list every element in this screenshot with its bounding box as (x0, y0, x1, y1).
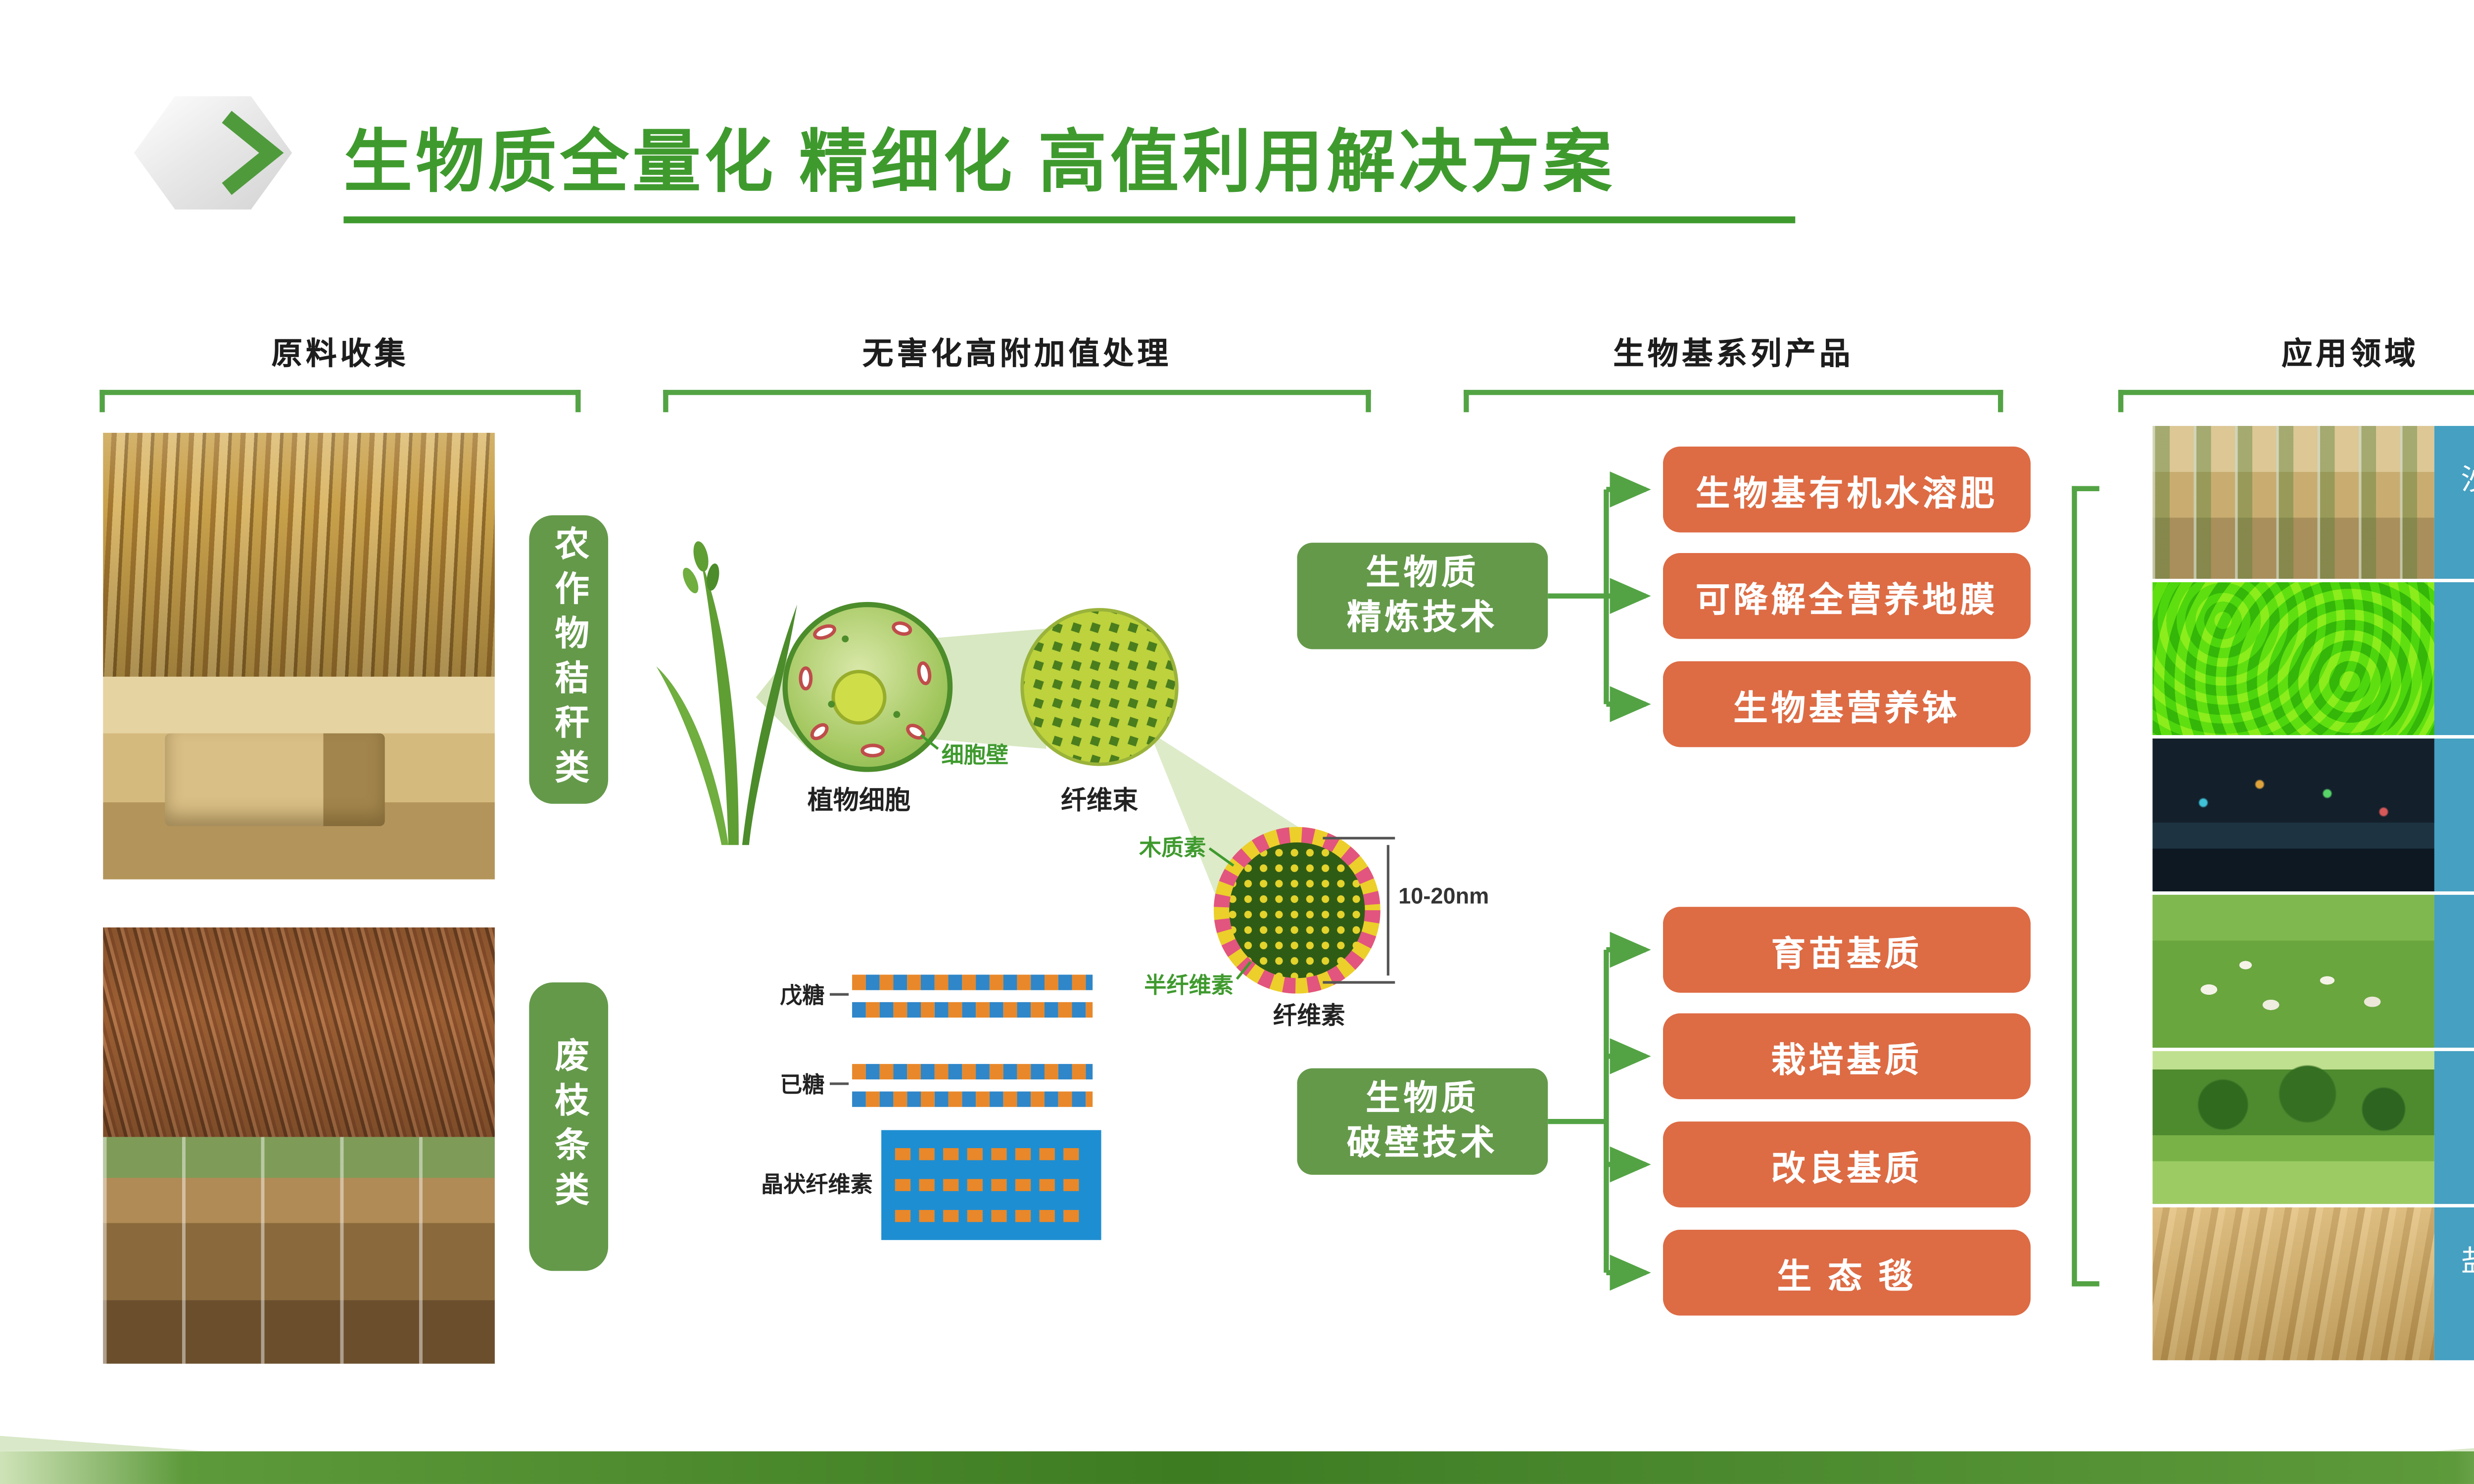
product-cultivation-substrate: 栽培基质 (1663, 1013, 2031, 1100)
plant-cell-label: 植物细胞 (808, 786, 910, 815)
product-water-soluble-fertilizer: 生物基有机水溶肥 (1663, 446, 2031, 533)
crystalline-chains (895, 1148, 1088, 1222)
refining-line2: 精炼技术 (1347, 599, 1498, 638)
bracket-underline (2118, 390, 2474, 413)
application-label: 盐碱地 改良 (2434, 1207, 2474, 1360)
hemicellulose-leader-line (1236, 961, 1252, 980)
label-waste-branch-category: 废枝条类 (529, 982, 609, 1271)
photo-cabbage-field (2152, 582, 2434, 736)
hexose-chain-illustration (852, 1064, 1093, 1107)
chevron-right-icon (222, 110, 284, 195)
application-row-saline: 盐碱地 改良 (2152, 1207, 2474, 1360)
column-header-collection: 原料收集 (99, 330, 581, 413)
pentose-label: 戊糖 (780, 983, 824, 1008)
photo-garden-greening (2152, 1051, 2434, 1204)
label-crop-straw-category: 农作物秸秆类 (529, 515, 609, 804)
application-row-desert: 沙漠化 治理 (2152, 426, 2474, 579)
application-row-garden: 园林 绿化 (2152, 1051, 2474, 1204)
photo-agri-data-control-room (2152, 738, 2434, 891)
lignin-leader-line (1208, 847, 1235, 867)
product-seedling-substrate: 育苗基质 (1663, 907, 2031, 993)
product-nutrient-pot: 生物基营养钵 (1663, 661, 2031, 747)
photo-waste-branches (103, 927, 495, 1137)
application-label: 农业 数据 (2434, 738, 2474, 891)
wall-breaking-line2: 破壁技术 (1347, 1125, 1498, 1163)
cell-wall-label: 细胞壁 (942, 742, 1008, 768)
lignin-label: 木质素 (1139, 835, 1206, 860)
column-header-label: 应用领域 (2281, 336, 2419, 371)
application-label: 畜牧 养殖 (2434, 894, 2474, 1048)
fiber-bundle-illustration (1020, 608, 1179, 766)
product-improvement-substrate: 改良基质 (1663, 1121, 2031, 1207)
straw-bale-shape (165, 733, 385, 827)
hexagon-bullet-icon (134, 96, 292, 210)
photo-desert-control (2152, 426, 2434, 579)
photo-straw-bales (103, 676, 495, 880)
applications-bracket (2072, 486, 2099, 1287)
wall-breaking-connector-spine (1548, 950, 1609, 1273)
application-row-livestock: 畜牧 养殖 (2152, 894, 2474, 1048)
photo-sheep-grazing (2152, 894, 2434, 1048)
connector-lines (1548, 471, 1651, 1291)
refining-connector-spine (1548, 489, 1609, 704)
bracket-underline (663, 390, 1371, 413)
plant-icon (656, 541, 798, 845)
bracket-underline (1464, 390, 2003, 413)
refining-technology-box: 生物质 精炼技术 (1297, 543, 1548, 649)
ribbon-fold-right (2432, 1436, 2474, 1451)
application-row-fertility: 肥力 提升 (2152, 582, 2474, 736)
wall-breaking-technology-box: 生物质 破壁技术 (1297, 1068, 1548, 1175)
title-underline (343, 216, 1796, 224)
cellulose-microfibril-illustration (1213, 827, 1380, 994)
column-header-processing: 无害化高附加值处理 (663, 330, 1371, 413)
plant-cell-illustration (782, 602, 953, 772)
column-header-label: 无害化高附加值处理 (862, 336, 1172, 371)
column-header-products: 生物基系列产品 (1464, 330, 2003, 413)
fiber-bundle-label: 纤维束 (1061, 786, 1138, 815)
application-label: 沙漠化 治理 (2434, 426, 2474, 579)
application-label-line1: 沙漠化 (2461, 460, 2474, 503)
diameter-label: 10-20nm (1398, 883, 1489, 908)
hexose-label: 已糖 (780, 1072, 824, 1097)
product-ecological-blanket: 生 态 毯 (1663, 1229, 2031, 1316)
column-header-label: 生物基系列产品 (1613, 336, 1854, 371)
beam-cell-to-fiber (924, 628, 1047, 749)
hemicellulose-label: 半纤维素 (1144, 973, 1234, 998)
wall-breaking-line1: 生物质 (1366, 1080, 1479, 1118)
product-degradable-mulch-film: 可降解全营养地膜 (1663, 553, 2031, 639)
photo-corn-straw (103, 432, 495, 677)
application-label-line1: 盐碱地 (2461, 1242, 2474, 1284)
processing-illustration: 细胞壁 植物细胞 纤维束 10-20nm 木质素 半纤维素 纤维素 戊糖 已糖 (656, 541, 1489, 1240)
cellulose-label: 纤维素 (1273, 1002, 1345, 1029)
application-label: 园林 绿化 (2434, 1051, 2474, 1204)
pentose-chain-illustration (852, 974, 1093, 1018)
application-label: 肥力 提升 (2434, 582, 2474, 736)
photo-saline-soil (2152, 1207, 2434, 1360)
page-title: 生物质全量化 精细化 高值利用解决方案 (343, 125, 1616, 201)
application-row-agridata: 农业 数据 (2152, 738, 2474, 891)
column-header-label: 原料收集 (271, 336, 409, 371)
refining-line1: 生物质 (1366, 555, 1479, 593)
cell-wall-leader-line (920, 734, 939, 750)
column-header-applications: 应用领域 (2118, 330, 2474, 413)
bracket-underline (99, 390, 581, 413)
applications-list: 沙漠化 治理 肥力 提升 农业 数据 畜牧 养殖 (2152, 426, 2474, 1360)
ribbon-fold-left (0, 1436, 206, 1451)
bottom-ribbon (0, 1451, 2474, 1484)
photo-orchard-prunings (103, 1137, 495, 1364)
crystalline-cellulose-label: 晶状纤维素 (761, 1172, 873, 1197)
